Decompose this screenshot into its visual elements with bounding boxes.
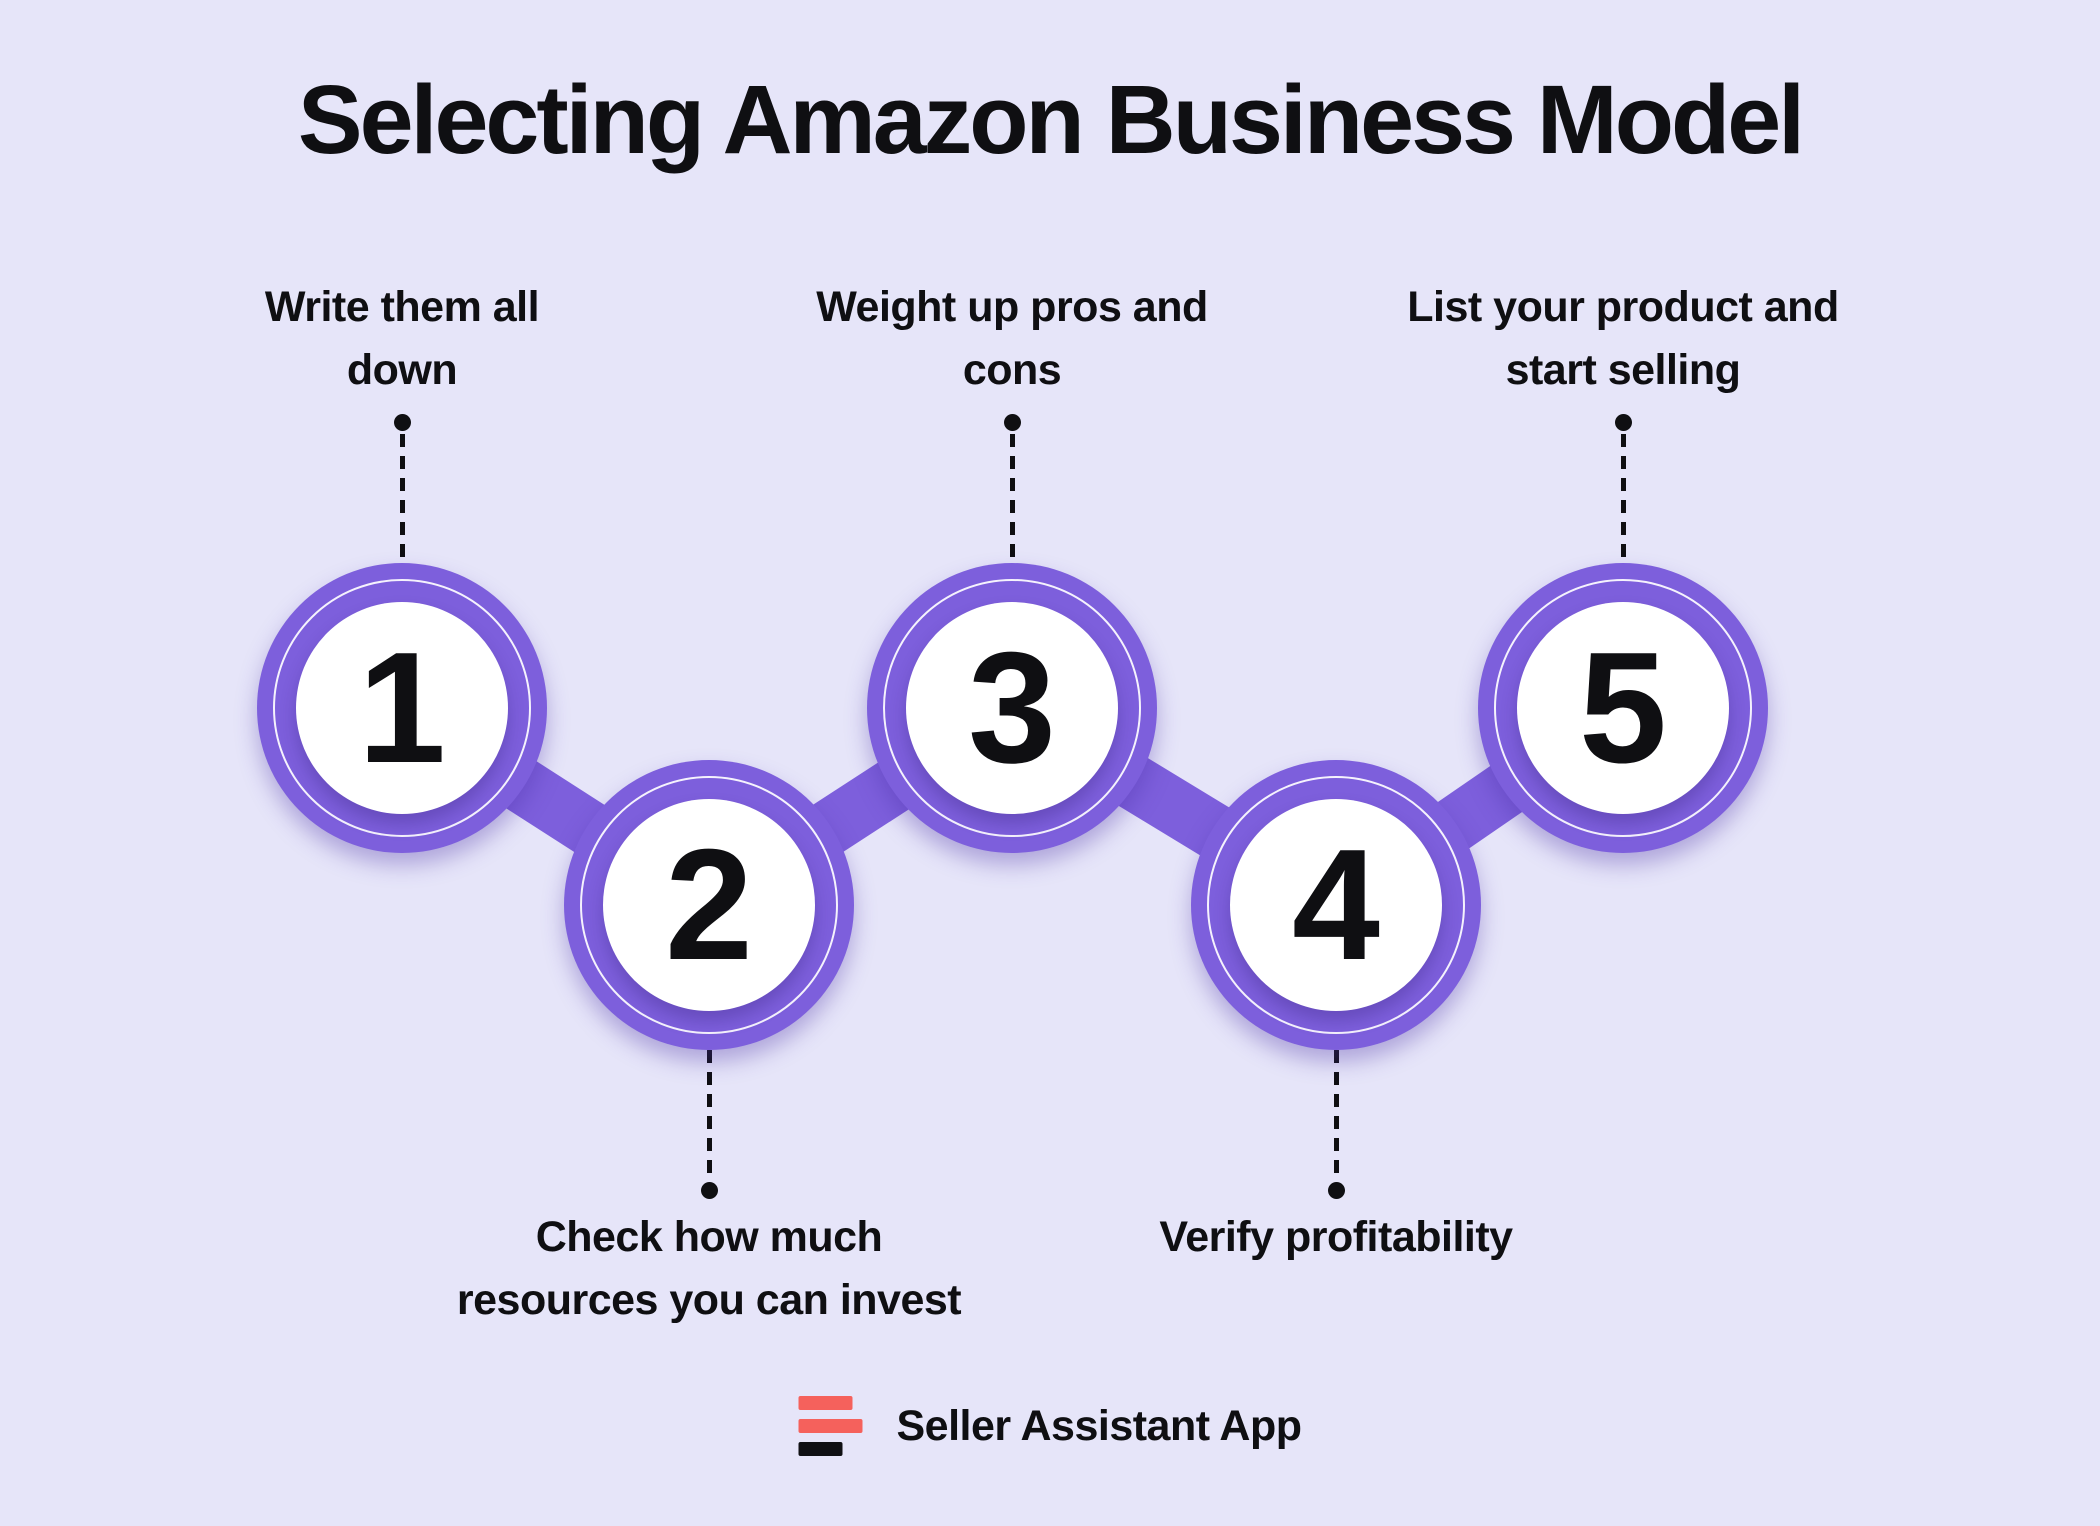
step-circle-1: 1 <box>257 563 547 853</box>
step-circle-3: 3 <box>867 563 1157 853</box>
step-label-5-line1: List your product and <box>1407 283 1839 331</box>
step-label-4: Verify profitability <box>1026 1206 1646 1269</box>
leader-dot-step5 <box>1615 414 1632 431</box>
step-label-3-line1: Weight up pros and <box>816 283 1208 331</box>
brand-name: Seller Assistant App <box>896 1401 1303 1450</box>
step-circle-3-inner: 3 <box>906 602 1118 814</box>
logo-bar-bottom <box>798 1442 843 1456</box>
step-circle-5: 5 <box>1478 563 1768 853</box>
step-number-5: 5 <box>1579 620 1667 796</box>
step-label-4-line1: Verify profitability <box>1159 1213 1513 1261</box>
step-number-3: 3 <box>968 620 1056 796</box>
step-number-4: 4 <box>1292 817 1380 993</box>
step-label-1: Write them all down <box>92 276 712 402</box>
leader-dot-step2 <box>701 1182 718 1199</box>
step-number-1: 1 <box>358 620 446 796</box>
leader-line-step2 <box>707 1050 712 1182</box>
step-circle-4: 4 <box>1191 760 1481 1050</box>
leader-dot-step1 <box>394 414 411 431</box>
seller-assistant-logo-icon <box>798 1396 863 1456</box>
step-circle-5-inner: 5 <box>1517 602 1729 814</box>
step-label-2-line2: resources you can invest <box>456 1276 962 1324</box>
page-title: Selecting Amazon Business Model <box>297 65 1805 174</box>
logo-bar-middle <box>798 1419 863 1433</box>
leader-dot-step3 <box>1004 414 1021 431</box>
leader-line-step4 <box>1334 1050 1339 1182</box>
step-label-3-line2: cons <box>962 346 1062 394</box>
leader-line-step5 <box>1621 434 1626 564</box>
step-label-5: List your product and start selling <box>1313 276 1933 402</box>
leader-dot-step4 <box>1328 1182 1345 1199</box>
leader-line-step1 <box>400 434 405 564</box>
footer-brand: Seller Assistant App <box>798 1396 1303 1456</box>
step-circle-4-inner: 4 <box>1230 799 1442 1011</box>
leader-line-step3 <box>1010 434 1015 564</box>
step-label-1-line2: down <box>346 346 458 394</box>
step-label-1-line1: Write them all <box>264 283 540 331</box>
step-circle-1-inner: 1 <box>296 602 508 814</box>
step-number-2: 2 <box>665 817 753 993</box>
logo-bar-top <box>798 1396 853 1410</box>
step-circle-2: 2 <box>564 760 854 1050</box>
step-circle-2-inner: 2 <box>603 799 815 1011</box>
step-label-2: Check how much resources you can invest <box>399 1206 1019 1332</box>
step-label-5-line2: start selling <box>1505 346 1741 394</box>
step-label-2-line1: Check how much <box>535 1213 883 1261</box>
step-label-3: Weight up pros and cons <box>702 276 1322 402</box>
